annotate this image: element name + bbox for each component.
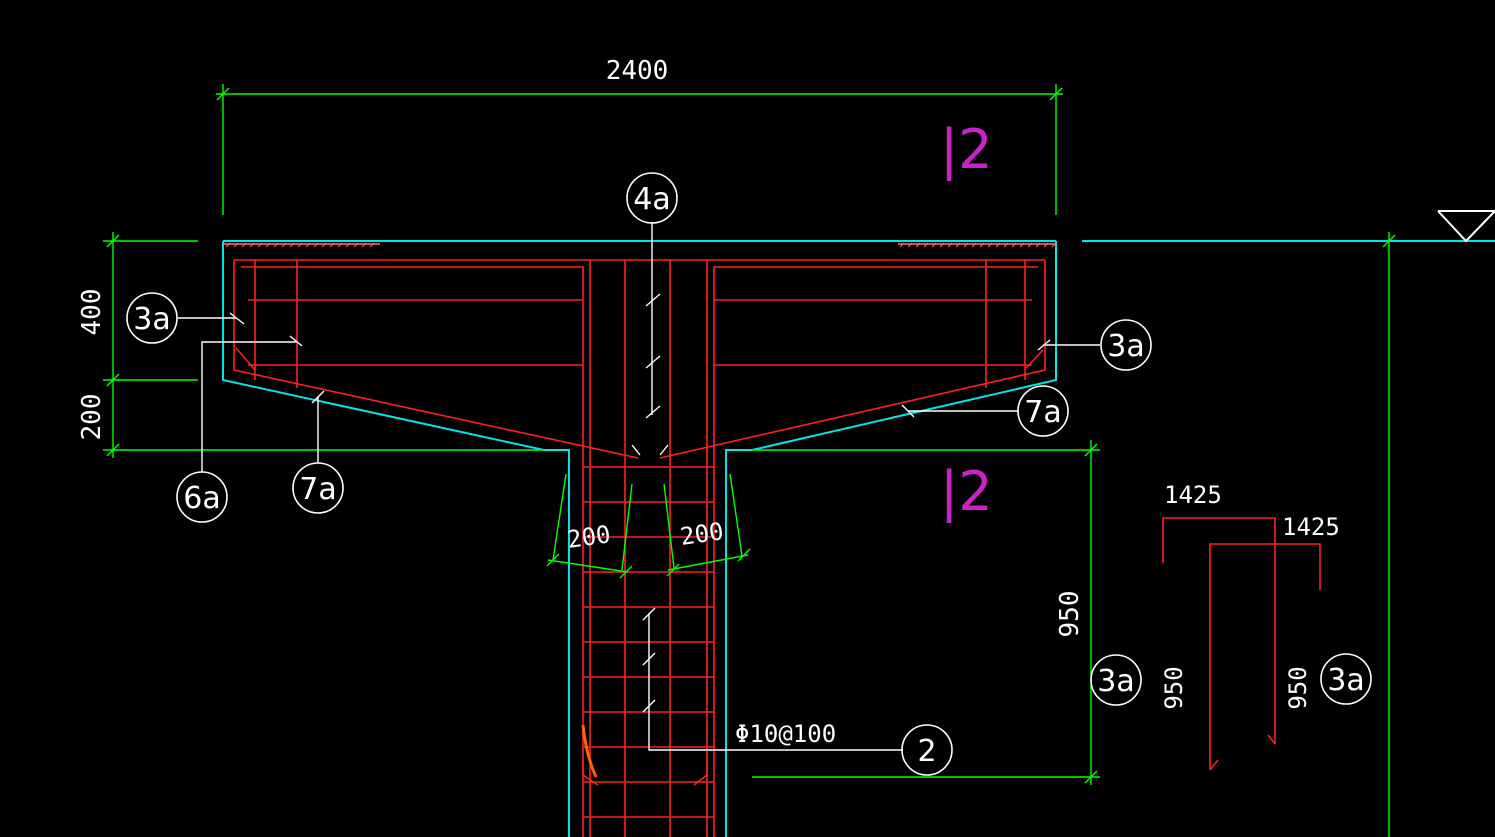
label-7a-left: 7a [299,472,336,507]
orange-hook [581,724,598,778]
label-3a-detail: 3a [1327,663,1364,698]
hatch-tick [963,242,969,248]
bubble-7a-right [1017,385,1069,437]
hatch-tick [1035,242,1041,248]
hatch-tick [979,242,985,248]
bar1-leg: 950 [1160,666,1188,709]
hatch-tick [915,242,921,248]
stirrup-spec: Φ10@100 [735,720,836,748]
bubble-4a [626,172,678,224]
hatch-tick [305,242,311,248]
dim-cap-depth: 400 [77,289,107,336]
hatch-tick [313,242,319,248]
hatch-tick [971,242,977,248]
stem-hooks [582,760,708,786]
label-3a-left: 3a [133,302,170,337]
bubble-3a-right [1100,319,1152,371]
label-3a-right: 3a [1107,329,1144,364]
hatch-tick [329,242,335,248]
hatch-tick [939,242,945,248]
hatch-tick [987,242,993,248]
hatch-tick [241,242,247,248]
hatch-tick [955,242,961,248]
dim-stem-depth: 950 [1055,591,1085,638]
hatch-tick [1003,242,1009,248]
hatch-tick [1019,242,1025,248]
bubble-2 [901,724,953,776]
hatch-tick [281,242,287,248]
label-2: 2 [917,734,936,769]
bar-mark-bubbles [126,172,1372,776]
level-mark-icon [1437,210,1495,243]
section-mark-top: |2 [940,118,993,181]
bar-detail [1162,517,1321,771]
hatch-tick [257,242,263,248]
hatch-tick [353,242,359,248]
hatch-tick [289,242,295,248]
bubble-3a-left [126,292,178,344]
hatch-tick [361,242,367,248]
hatch-tick [1051,242,1057,248]
hatch-tick [1043,242,1049,248]
bar2-length: 1425 [1282,513,1340,541]
hatch-tick [995,242,1001,248]
hatch-tick [1027,242,1033,248]
dim-cap-width: 2400 [606,56,669,86]
hatch-tick [225,242,231,248]
hatch-tick [273,242,279,248]
hatch-tick [345,242,351,248]
label-6a: 6a [183,481,220,516]
hatch-tick [265,242,271,248]
hatch-tick [369,242,375,248]
leader-lines [178,222,1100,751]
bar2-leg: 950 [1284,666,1312,709]
label-7a-right: 7a [1024,395,1061,430]
bar1-length: 1425 [1164,481,1222,509]
hatch-tick [1011,242,1017,248]
hatch-tick [337,242,343,248]
section-mark-bottom: |2 [940,460,993,523]
bubble-7a-left [292,462,344,514]
hatch-tick [249,242,255,248]
hatch-tick [899,242,905,248]
hatch-tick [297,242,303,248]
bubble-3a-stem [1090,654,1142,706]
hatch-tick [947,242,953,248]
dimension-lines [103,84,1396,837]
label-3a-stem: 3a [1097,664,1134,699]
hatch-tick [923,242,929,248]
hatch-tick [931,242,937,248]
dim-haunch-depth: 200 [77,394,107,441]
rebar-cage [233,259,1046,837]
hatch-tick [233,242,239,248]
hatch-tick [321,242,327,248]
dim-haunch-left: 200 [565,520,612,554]
outline-left [222,241,570,837]
label-4a: 4a [633,182,670,217]
bubble-6a [176,471,228,523]
bubble-3a-detail [1320,653,1372,705]
dim-haunch-right: 200 [678,517,725,551]
hatch-tick [907,242,913,248]
hatch-ticks [225,242,1057,248]
